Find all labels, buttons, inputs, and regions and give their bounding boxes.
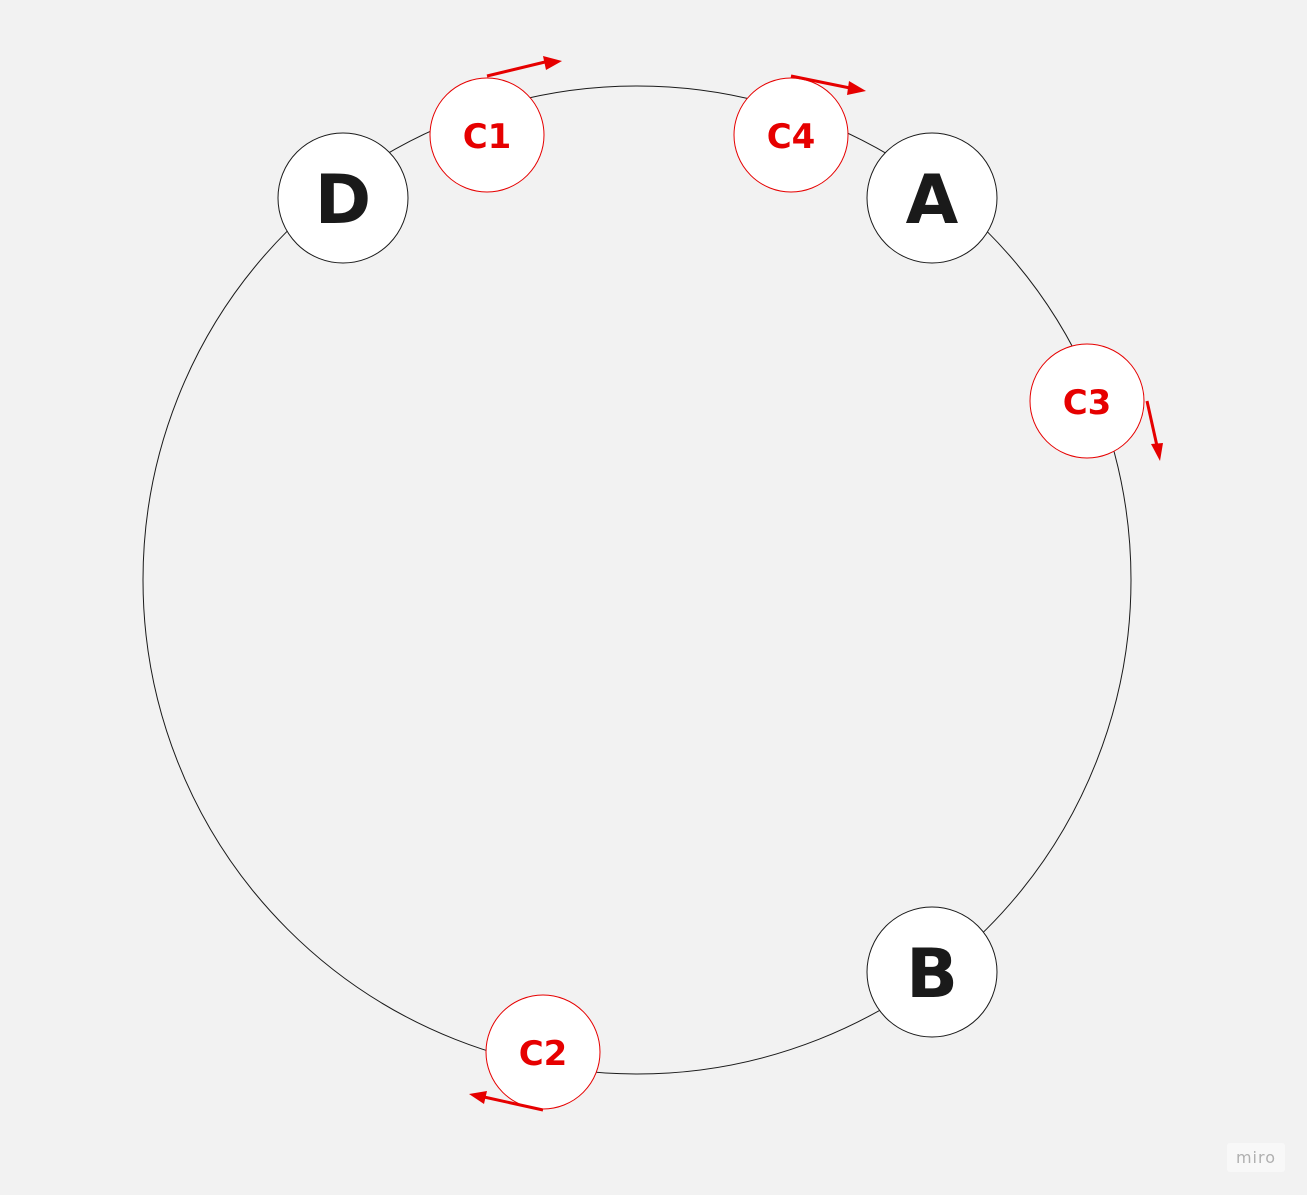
client-c1-arrowhead (543, 56, 562, 70)
client-c3-circle (1029, 343, 1145, 459)
client-c2-arrowhead (469, 1091, 487, 1104)
node-b-label: B (906, 935, 958, 1014)
client-c4-direction-arrow (790, 74, 851, 90)
node-b[interactable]: B (866, 906, 998, 1038)
client-c3-arrowhead (1151, 443, 1163, 461)
client-c4[interactable]: C4 (733, 77, 849, 193)
node-a[interactable]: A (866, 132, 998, 264)
client-c2-label: C2 (519, 1034, 568, 1074)
client-c2[interactable]: C2 (485, 994, 601, 1110)
client-c2-direction-arrow (483, 1095, 544, 1112)
node-d-circle (277, 132, 409, 264)
client-c4-circle (733, 77, 849, 193)
miro-watermark: miro (1227, 1143, 1285, 1172)
node-a-label: A (906, 161, 959, 240)
node-b-circle (866, 906, 998, 1038)
client-c1[interactable]: C1 (429, 77, 545, 193)
client-c3[interactable]: C3 (1029, 343, 1145, 459)
client-c1-direction-arrow (486, 60, 546, 78)
client-c4-arrowhead (847, 81, 866, 95)
hash-ring (142, 85, 1132, 1075)
client-c1-label: C1 (463, 117, 512, 157)
node-d[interactable]: D (277, 132, 409, 264)
client-c1-circle (429, 77, 545, 193)
node-d-label: D (315, 161, 371, 240)
client-c3-label: C3 (1063, 383, 1112, 423)
direction-arrows (469, 56, 1163, 1112)
client-c4-label: C4 (767, 117, 816, 157)
node-a-circle (866, 132, 998, 264)
client-c3-direction-arrow (1145, 400, 1159, 447)
